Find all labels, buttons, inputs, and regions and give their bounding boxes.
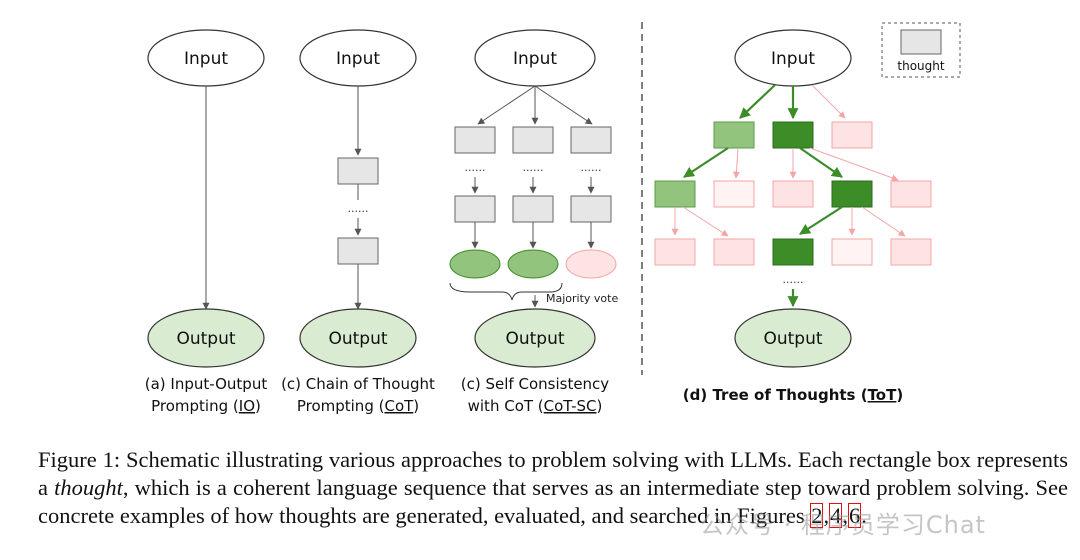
tot-thought-l1-b (772, 121, 814, 149)
approaches-diagram: Input Output (a) Input-Output Prompting … (145, 22, 961, 415)
tot-edge-4-c (861, 206, 906, 237)
cot-output-label: Output (328, 329, 387, 349)
cotsc-caption-line1: (c) Self Consistency (461, 375, 610, 393)
cot-output-node (299, 308, 417, 368)
cotsc-thought-r2 (570, 195, 612, 223)
panel-cot: Input ...... Output (c) Chain of Thought… (281, 29, 435, 415)
tot-output-node (734, 308, 852, 368)
tot-thought-l3-3 (772, 238, 814, 266)
tot-caption: (d) Tree of Thoughts (ToT) (683, 386, 903, 404)
io-caption-line1: (a) Input-Output (145, 375, 268, 393)
figure-ref-4[interactable]: 4 (829, 503, 843, 528)
cotsc-dots-l: ...... (465, 161, 486, 174)
tot-thought-l2-2 (713, 180, 755, 208)
figure-caption: Figure 1: Schematic illustrating various… (38, 447, 1069, 528)
tot-thought-l3-1 (654, 238, 696, 266)
panel-cot-sc: Input ...... ...... ...... Majority vote… (449, 29, 618, 415)
io-caption-abbr: IO (239, 397, 255, 415)
cot-thought-1 (337, 157, 379, 185)
tot-output-label: Output (763, 329, 822, 349)
caption-emphasis: thought (54, 475, 123, 500)
cotsc-input-label: Input (513, 49, 557, 69)
io-caption-line2: Prompting (IO) (151, 397, 261, 415)
cotsc-output-label: Output (505, 329, 564, 349)
legend-thought-label: thought (897, 59, 944, 73)
cotsc-thought-l1 (454, 126, 496, 154)
watermark: 公众号 · 程序员学习Chat (700, 511, 986, 539)
figure-label: Figure 1: (38, 447, 121, 472)
tot-thought-l1-a (713, 121, 755, 149)
tot-caption-abbr: ToT (868, 386, 898, 404)
tot-thought-l2-5 (890, 180, 932, 208)
cotsc-thought-m1 (512, 126, 554, 154)
tot-thought-l2-4 (831, 180, 873, 208)
cotsc-caption-abbr: CoT-SC (544, 397, 597, 415)
cot-caption-line1: (c) Chain of Thought (281, 375, 435, 393)
figure-ref-2[interactable]: 2 (810, 503, 824, 528)
tot-edge-1-b (682, 206, 729, 237)
tot-dots: ...... (783, 273, 804, 286)
tot-thought-l2-1 (654, 180, 696, 208)
cot-caption-abbr: CoT (384, 397, 414, 415)
tot-edge-a-2 (732, 147, 740, 179)
tot-thought-l3-4 (831, 238, 873, 266)
caption-text-2: , which is a coherent language sequence … (38, 475, 1068, 528)
cotsc-answer-r (565, 249, 617, 279)
tot-thought-l3-5 (890, 238, 932, 266)
legend-thought-box (900, 29, 942, 55)
tot-edge-in-c (811, 84, 846, 119)
cotsc-dots-m: ...... (523, 161, 544, 174)
legend-frame (881, 22, 961, 78)
cotsc-output-node (474, 308, 596, 368)
cotsc-answer-l (449, 249, 501, 279)
io-output-node (147, 308, 265, 368)
caption-text-1: Schematic illustrating various approache… (38, 447, 1069, 500)
cotsc-brace (449, 282, 563, 301)
cotsc-edge-l (477, 85, 536, 125)
tot-edge-b-5 (809, 147, 899, 182)
cotsc-caption-line2: with CoT (CoT-SC) (468, 397, 603, 415)
tot-input-label: Input (771, 49, 815, 69)
cotsc-edge-r (534, 85, 593, 125)
cotsc-answer-m (507, 249, 559, 279)
cot-input-label: Input (336, 49, 380, 69)
cot-caption-line2: Prompting (CoT) (297, 397, 419, 415)
legend: thought (881, 22, 961, 78)
tot-edge-4-a (799, 206, 843, 235)
cotsc-thought-r1 (570, 126, 612, 154)
cot-thought-2 (337, 237, 379, 265)
tot-thought-l1-c (831, 121, 873, 149)
cotsc-majority-vote: Majority vote (546, 292, 618, 305)
panel-tot: Input ...... Outpu (654, 29, 932, 404)
panel-io: Input Output (a) Input-Output Prompting … (145, 29, 268, 415)
tot-thought-l2-3 (772, 180, 814, 208)
io-input-label: Input (184, 49, 228, 69)
tot-edge-a-1 (683, 147, 729, 178)
tot-edge-in-a (739, 84, 776, 119)
tot-thought-l3-2 (713, 238, 755, 266)
cotsc-dots-r: ...... (581, 161, 602, 174)
figure-ref-6[interactable]: 6 (847, 503, 862, 528)
cotsc-thought-l2 (454, 195, 496, 223)
cotsc-thought-m2 (512, 195, 554, 223)
tot-edge-b-4 (799, 147, 843, 178)
io-output-label: Output (176, 329, 235, 349)
cot-dots: ...... (348, 202, 369, 215)
